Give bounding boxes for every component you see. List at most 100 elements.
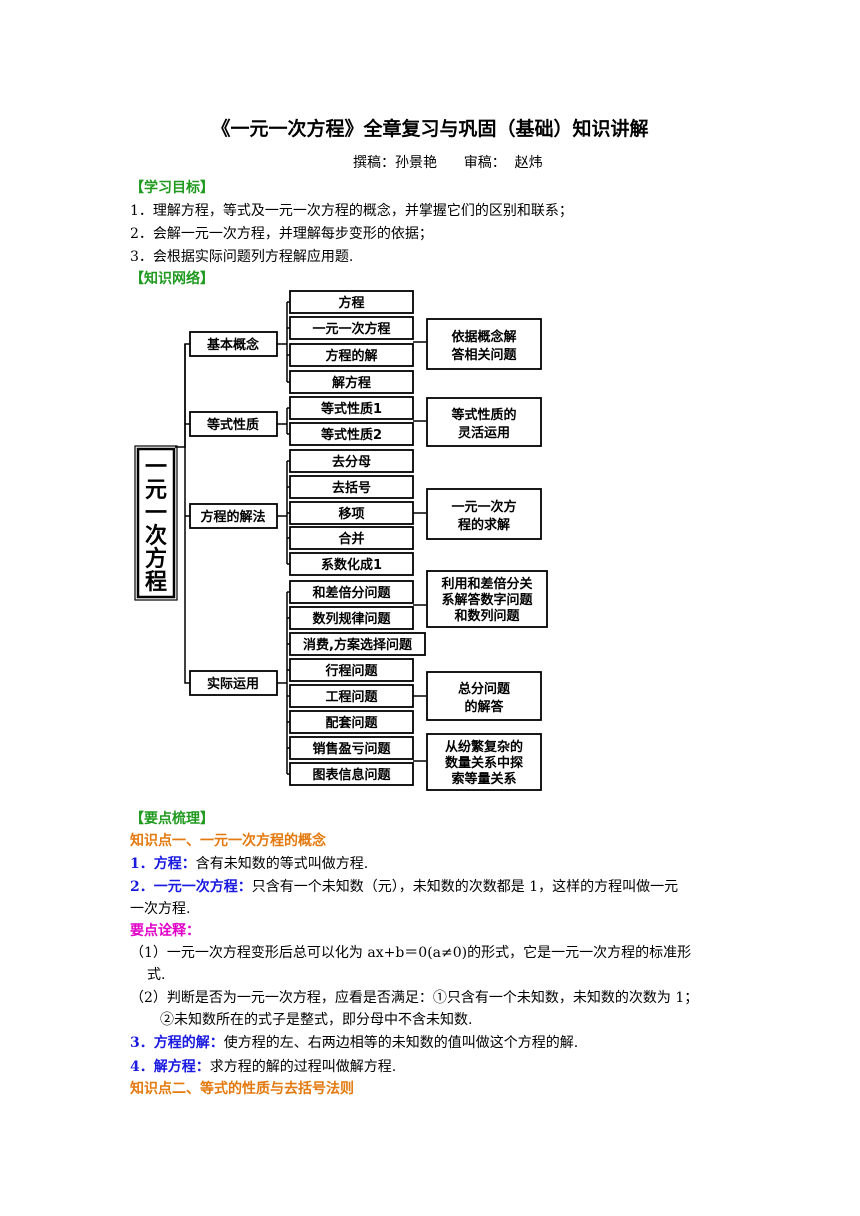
item-box: 移项 — [289, 501, 414, 525]
note-line: 答相关问题 — [451, 347, 517, 363]
item-box: 等式性质2 — [289, 422, 414, 446]
root-char: 一 — [145, 455, 167, 480]
note-line: 从纷繁复杂的 — [445, 739, 523, 755]
item-label: 消费,方案选择问题 — [303, 637, 413, 653]
category-box: 基本概念 — [189, 331, 278, 357]
note-line: 数量关系中探 — [445, 755, 523, 771]
point-4-text: 求方程的解的过程叫做解方程. — [209, 1059, 397, 1075]
item-box: 去分母 — [289, 449, 414, 473]
root-char: 程 — [145, 570, 167, 595]
item-label: 方程的解 — [325, 348, 377, 364]
note-line: 的解答 — [464, 699, 504, 715]
item-label: 工程问题 — [325, 689, 378, 705]
item-label: 图表信息问题 — [312, 767, 391, 783]
item-label: 等式性质2 — [320, 427, 382, 443]
item-label: 销售盈亏问题 — [312, 741, 391, 757]
point-2: 2．一元一次方程：只含有一个未知数（元），未知数的次数都是 1，这样的方程叫做一… — [130, 876, 678, 896]
note-line: 利用和差倍分关 — [441, 576, 532, 592]
note-1: （1）一元一次方程变形后总可以化为 ax+b＝0(a≠0)的形式，它是一元一次方… — [130, 945, 692, 961]
note-line: 索等量关系 — [451, 771, 516, 787]
point-4-label: 4．解方程： — [130, 1059, 210, 1075]
item-box: 销售盈亏问题 — [289, 736, 414, 760]
item-box: 配套问题 — [289, 710, 414, 734]
note-2-cont: ②未知数所在的式子是整式，即分母中不含未知数. — [160, 1012, 473, 1028]
goals-heading: 【学习目标】 — [130, 180, 214, 196]
item-box: 合并 — [289, 526, 414, 550]
point-3: 3．方程的解：使方程的左、右两边相等的未知数的值叫做这个方程的解. — [130, 1032, 578, 1052]
knowledge-point-1: 知识点一、一元一次方程的概念 — [130, 833, 326, 849]
note-line: 等式性质的 — [450, 407, 516, 423]
item-label: 去括号 — [332, 480, 371, 496]
item-label: 一元一次方程 — [312, 321, 390, 337]
note-line: 和数列问题 — [454, 608, 520, 624]
item-box: 等式性质1 — [289, 396, 414, 420]
category-label: 等式性质 — [206, 417, 259, 433]
item-label: 方程 — [338, 295, 364, 311]
root-box — [136, 447, 176, 599]
note-label: 要点诠释： — [130, 923, 200, 939]
point-1-text: 含有未知数的等式叫做方程. — [195, 856, 369, 872]
category-label: 方程的解法 — [200, 509, 265, 525]
category-box: 方程的解法 — [189, 503, 278, 529]
item-box: 方程的解 — [289, 343, 414, 367]
page-title: 《一元一次方程》全章复习与巩固（基础）知识讲解 — [211, 118, 649, 140]
item-box: 工程问题 — [289, 684, 414, 708]
point-1: 1．方程：含有未知数的等式叫做方程. — [130, 853, 368, 873]
point-3-text: 使方程的左、右两边相等的未知数的值叫做这个方程的解. — [223, 1035, 579, 1051]
category-label: 基本概念 — [206, 337, 259, 353]
network-heading: 【知识网络】 — [130, 271, 214, 287]
item-box: 图表信息问题 — [289, 762, 414, 786]
note-line: 依据概念解 — [451, 329, 516, 345]
point-3-label: 3．方程的解： — [130, 1035, 224, 1051]
note-line: 程的求解 — [458, 517, 510, 533]
item-label: 解方程 — [331, 375, 371, 391]
item-box: 行程问题 — [289, 658, 414, 682]
item-label: 配套问题 — [325, 715, 378, 731]
point-2-cont: 一次方程. — [130, 901, 191, 917]
root-char: 一 — [145, 501, 167, 526]
item-label: 移项 — [338, 506, 364, 522]
item-label: 数列规律问题 — [312, 611, 391, 627]
knowledge-point-2: 知识点二、等式的性质与去括号法则 — [130, 1081, 354, 1097]
item-label: 去分母 — [332, 454, 371, 470]
item-label: 等式性质1 — [320, 401, 382, 417]
note-line: 系解答数字问题 — [441, 592, 533, 608]
root-char: 元 — [145, 478, 167, 503]
points-heading: 【要点梳理】 — [130, 811, 214, 827]
goal-item: 1．理解方程，等式及一元一次方程的概念，并掌握它们的区别和联系； — [130, 203, 573, 219]
note-line: 灵活运用 — [458, 425, 510, 441]
point-2-text: 只含有一个未知数（元），未知数的次数都是 1，这样的方程叫做一元 — [251, 879, 679, 895]
item-box: 消费,方案选择问题 — [289, 632, 426, 656]
goal-item: 2．会解一元一次方程，并理解每步变形的依据； — [130, 226, 433, 242]
item-box: 去括号 — [289, 475, 414, 499]
item-box: 解方程 — [289, 370, 414, 394]
item-label: 系数化成1 — [321, 557, 382, 573]
item-box: 和差倍分问题 — [289, 580, 414, 604]
point-1-label: 1．方程： — [130, 856, 196, 872]
note-1-cont: 式. — [147, 967, 166, 983]
item-box: 方程 — [289, 290, 414, 314]
point-2-label: 2．一元一次方程： — [130, 879, 252, 895]
item-box: 一元一次方程 — [289, 316, 414, 340]
category-box: 等式性质 — [189, 411, 278, 437]
root-char: 次 — [145, 523, 167, 549]
point-4: 4．解方程：求方程的解的过程叫做解方程. — [130, 1056, 396, 1076]
note-2: （2）判断是否为一元一次方程，应看是否满足：①只含有一个未知数，未知数的次数为 … — [130, 990, 699, 1006]
byline: 撰稿：孙景艳 审稿： 赵炜 — [353, 155, 543, 171]
note-line: 一元一次方 — [451, 499, 516, 515]
item-label: 合并 — [338, 531, 364, 547]
item-label: 行程问题 — [324, 663, 378, 679]
category-box: 实际运用 — [189, 670, 278, 696]
item-box: 系数化成1 — [289, 552, 414, 576]
goal-item: 3．会根据实际问题列方程解应用题. — [130, 249, 354, 265]
item-label: 和差倍分问题 — [312, 585, 391, 601]
note-line: 总分问题 — [458, 681, 511, 697]
category-label: 实际运用 — [207, 676, 259, 692]
